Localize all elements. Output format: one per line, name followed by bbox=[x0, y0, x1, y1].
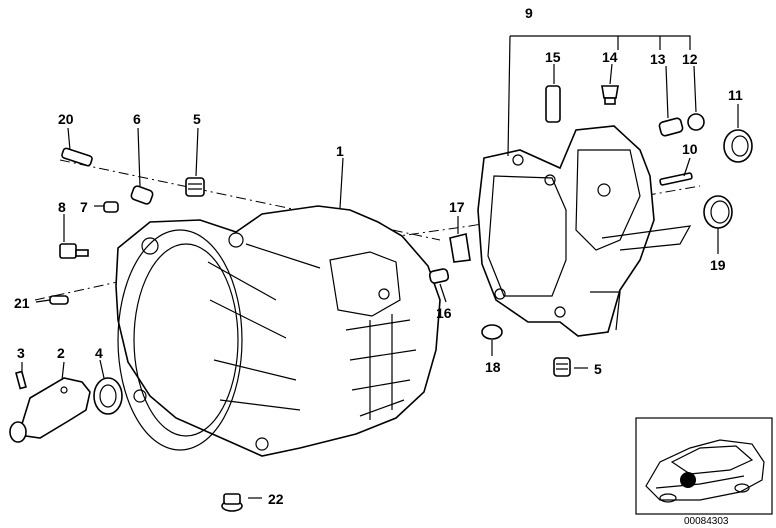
dowel-21 bbox=[49, 295, 69, 305]
reverse-light-switch bbox=[59, 243, 89, 259]
callout-9: 9 bbox=[525, 5, 533, 21]
callout-11: 11 bbox=[728, 87, 743, 103]
cap-12 bbox=[687, 113, 705, 131]
bolt-10 bbox=[659, 172, 693, 186]
callout-16: 16 bbox=[436, 305, 452, 321]
callout-10: 10 bbox=[682, 141, 698, 157]
bracket-17 bbox=[449, 233, 471, 263]
pin-20 bbox=[61, 147, 93, 167]
callout-6: 6 bbox=[133, 111, 141, 127]
vehicle-location-inset bbox=[635, 417, 773, 515]
callout-19: 19 bbox=[710, 257, 726, 273]
drawing-code: 00084303 bbox=[684, 516, 729, 527]
callout-21: 21 bbox=[14, 295, 30, 311]
clutch-housing bbox=[115, 205, 441, 457]
callout-5-upper: 5 bbox=[193, 111, 201, 127]
screw-plug-lower bbox=[553, 357, 571, 377]
callout-15: 15 bbox=[545, 49, 561, 65]
callout-3: 3 bbox=[17, 345, 25, 361]
sleeve-6 bbox=[130, 185, 154, 205]
leader-lines bbox=[21, 35, 739, 499]
callout-8: 8 bbox=[58, 199, 66, 215]
transmission-case bbox=[477, 125, 692, 337]
breather-14 bbox=[601, 85, 619, 105]
sleeve-13 bbox=[658, 117, 684, 137]
pin-15 bbox=[545, 85, 561, 123]
callout-20: 20 bbox=[58, 111, 74, 127]
callout-22: 22 bbox=[268, 491, 284, 507]
callout-2: 2 bbox=[57, 345, 65, 361]
callout-12: 12 bbox=[682, 51, 698, 67]
shaft-seal-4 bbox=[93, 377, 123, 415]
sleeve-16 bbox=[428, 268, 450, 284]
callout-18: 18 bbox=[485, 359, 501, 375]
callout-7: 7 bbox=[80, 199, 88, 215]
sleeve-7 bbox=[103, 201, 119, 213]
callout-17: 17 bbox=[449, 199, 465, 215]
callout-14: 14 bbox=[602, 49, 618, 65]
callout-4: 4 bbox=[95, 345, 103, 361]
callout-13: 13 bbox=[650, 51, 666, 67]
callout-5-lower: 5 bbox=[594, 361, 602, 377]
seal-ring-19 bbox=[703, 195, 733, 229]
cap-18 bbox=[481, 324, 503, 340]
screw-plug-upper bbox=[185, 177, 205, 197]
callout-1: 1 bbox=[336, 143, 344, 159]
screw-plug-22 bbox=[221, 493, 243, 512]
guide-sleeve bbox=[9, 377, 91, 443]
screw-3 bbox=[15, 370, 27, 390]
radial-seal-11 bbox=[723, 129, 753, 163]
